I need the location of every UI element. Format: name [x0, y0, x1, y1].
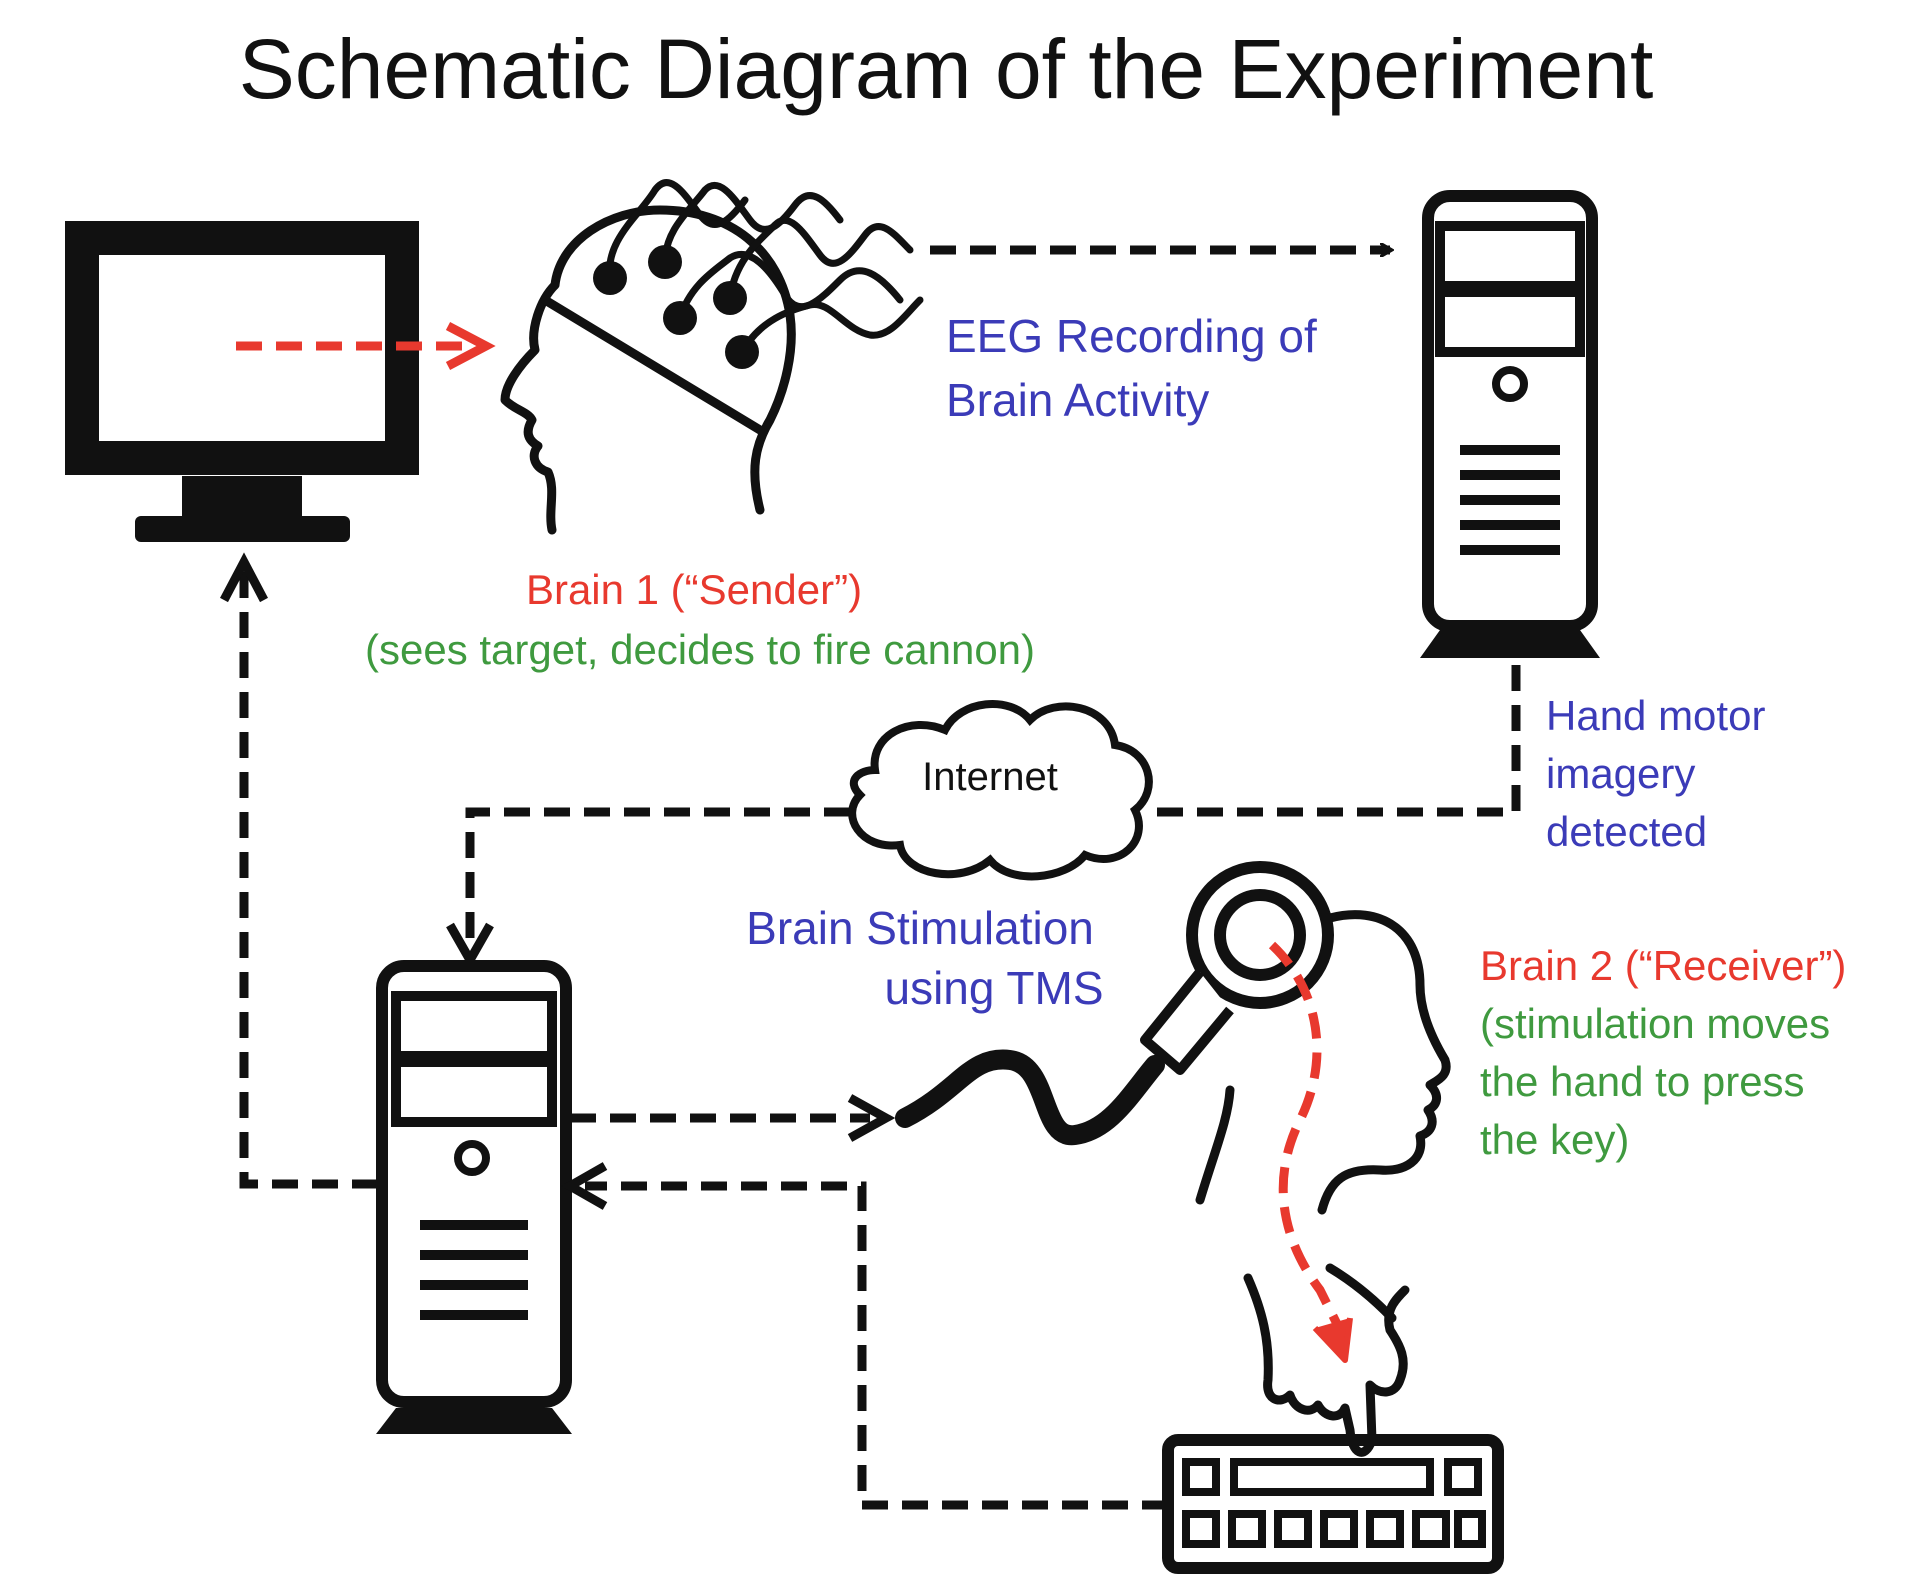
- eeg-label-line2: Brain Activity: [946, 374, 1209, 426]
- cloud-icon: [848, 700, 1153, 881]
- hand-motor-label-line3: detected: [1546, 808, 1707, 855]
- brain2-desc-line3: the key): [1480, 1116, 1629, 1163]
- receiver-head-icon: [1195, 910, 1451, 1215]
- brain1-desc-label: (sees target, decides to fire cannon): [365, 626, 1035, 673]
- hand-motor-label-line2: imagery: [1546, 750, 1695, 797]
- brain2-desc-line2: the hand to press: [1480, 1058, 1805, 1105]
- monitor-arrowhead: [220, 552, 268, 603]
- visual-stimulus-arrow: [236, 322, 496, 370]
- brain2-name-label: Brain 2 (“Receiver”): [1480, 942, 1846, 989]
- eeg-label-line1: EEG Recording of: [946, 310, 1317, 362]
- keyboard-icon: [1162, 1434, 1504, 1574]
- tms-label-line1: Brain Stimulation: [746, 902, 1094, 954]
- motor-signal-arrow: [1268, 941, 1353, 1363]
- diagram-title: Schematic Diagram of the Experiment: [239, 22, 1654, 116]
- internet-label: Internet: [922, 755, 1058, 799]
- computer-tower-icon: [1420, 190, 1600, 658]
- brain1-name-label: Brain 1 (“Sender”): [526, 566, 862, 613]
- brain2-desc-line1: (stimulation moves: [1480, 1000, 1830, 1047]
- tms-command-arrow: [570, 1094, 896, 1142]
- eeg-electrodes-icon: [593, 179, 924, 369]
- hand-icon: [1243, 1263, 1410, 1457]
- network-path: [465, 665, 1521, 955]
- monitor-icon: [65, 221, 419, 542]
- keypress-feedback-path: [560, 1162, 1168, 1510]
- hand-motor-label-line1: Hand motor: [1546, 692, 1765, 739]
- feedback-to-monitor-path: [239, 570, 378, 1189]
- tms-label-line2: using TMS: [884, 962, 1103, 1014]
- computer-tower-icon: [376, 960, 572, 1434]
- tms-coil-icon: [895, 861, 1334, 1146]
